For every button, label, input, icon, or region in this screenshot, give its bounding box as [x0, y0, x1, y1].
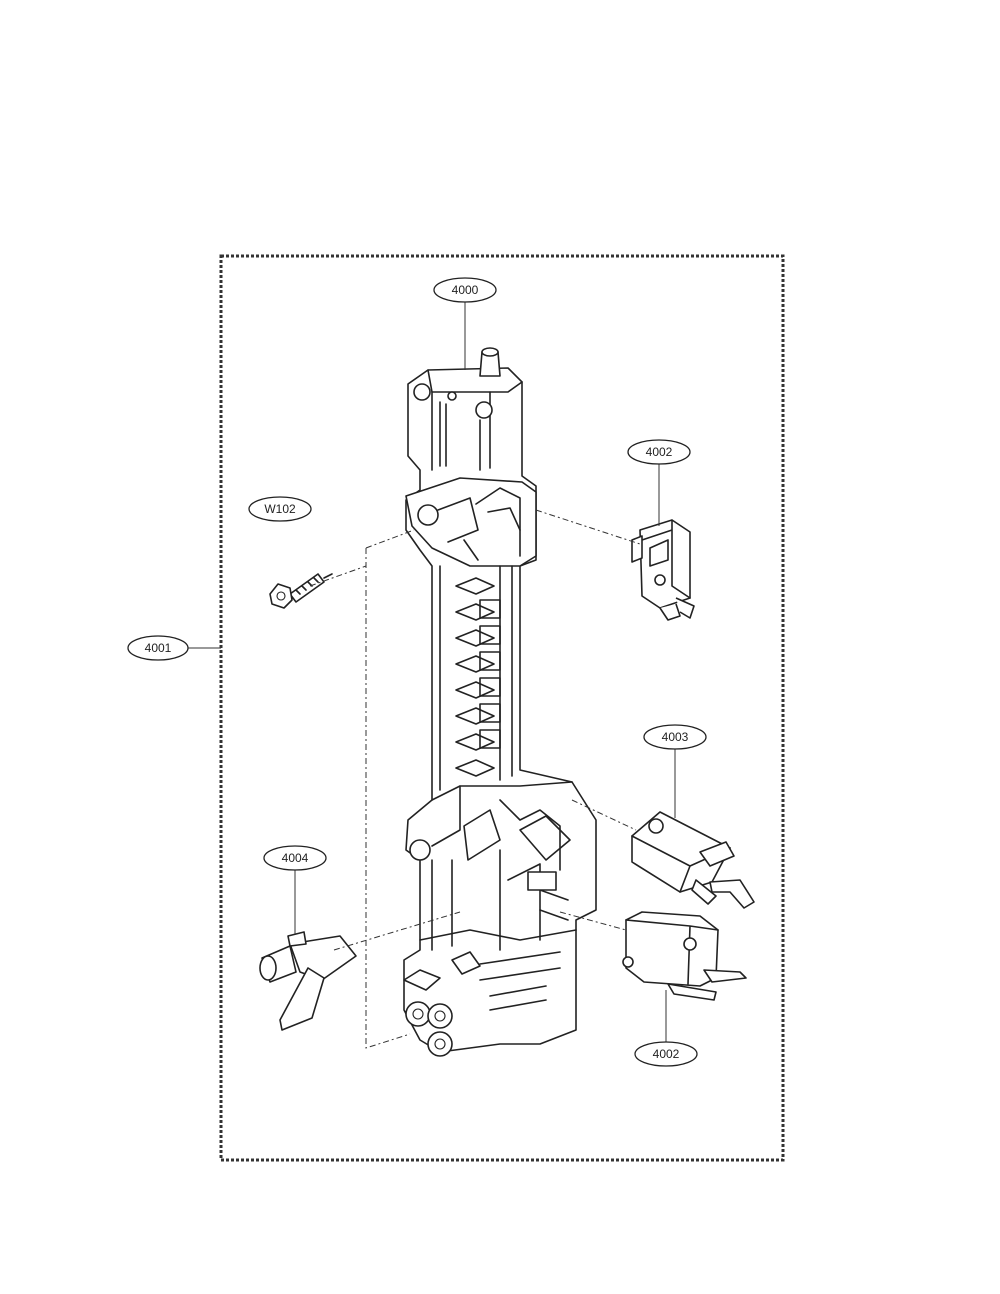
- callout-4004: 4004: [263, 845, 327, 871]
- callout-4002-bottom: 4002: [634, 1041, 698, 1067]
- svg-text:4000: 4000: [452, 283, 479, 297]
- gear-rack: [455, 577, 501, 777]
- callout-4003: 4003: [643, 724, 707, 750]
- callout-4001: 4001: [127, 635, 189, 661]
- svg-text:W102: W102: [264, 502, 296, 516]
- callout-4000: 4000: [433, 277, 497, 303]
- leader-lines: [180, 301, 676, 1042]
- switch-4002-top: [631, 519, 695, 621]
- switch-4002-bottom: [622, 911, 747, 1001]
- callout-4002-top: 4002: [627, 439, 691, 465]
- switch-4003: [631, 811, 755, 909]
- svg-text:4001: 4001: [145, 641, 172, 655]
- alignment-lines: [309, 509, 641, 1049]
- lever-4004: [259, 931, 357, 1031]
- latch-board-body: [403, 347, 597, 1057]
- assembly-frame: [219, 254, 785, 1162]
- svg-text:4002: 4002: [646, 445, 673, 459]
- svg-text:4004: 4004: [282, 851, 309, 865]
- callout-w102: W102: [248, 496, 312, 522]
- svg-text:4003: 4003: [662, 730, 689, 744]
- screw-w102: [269, 573, 333, 609]
- svg-text:4002: 4002: [653, 1047, 680, 1061]
